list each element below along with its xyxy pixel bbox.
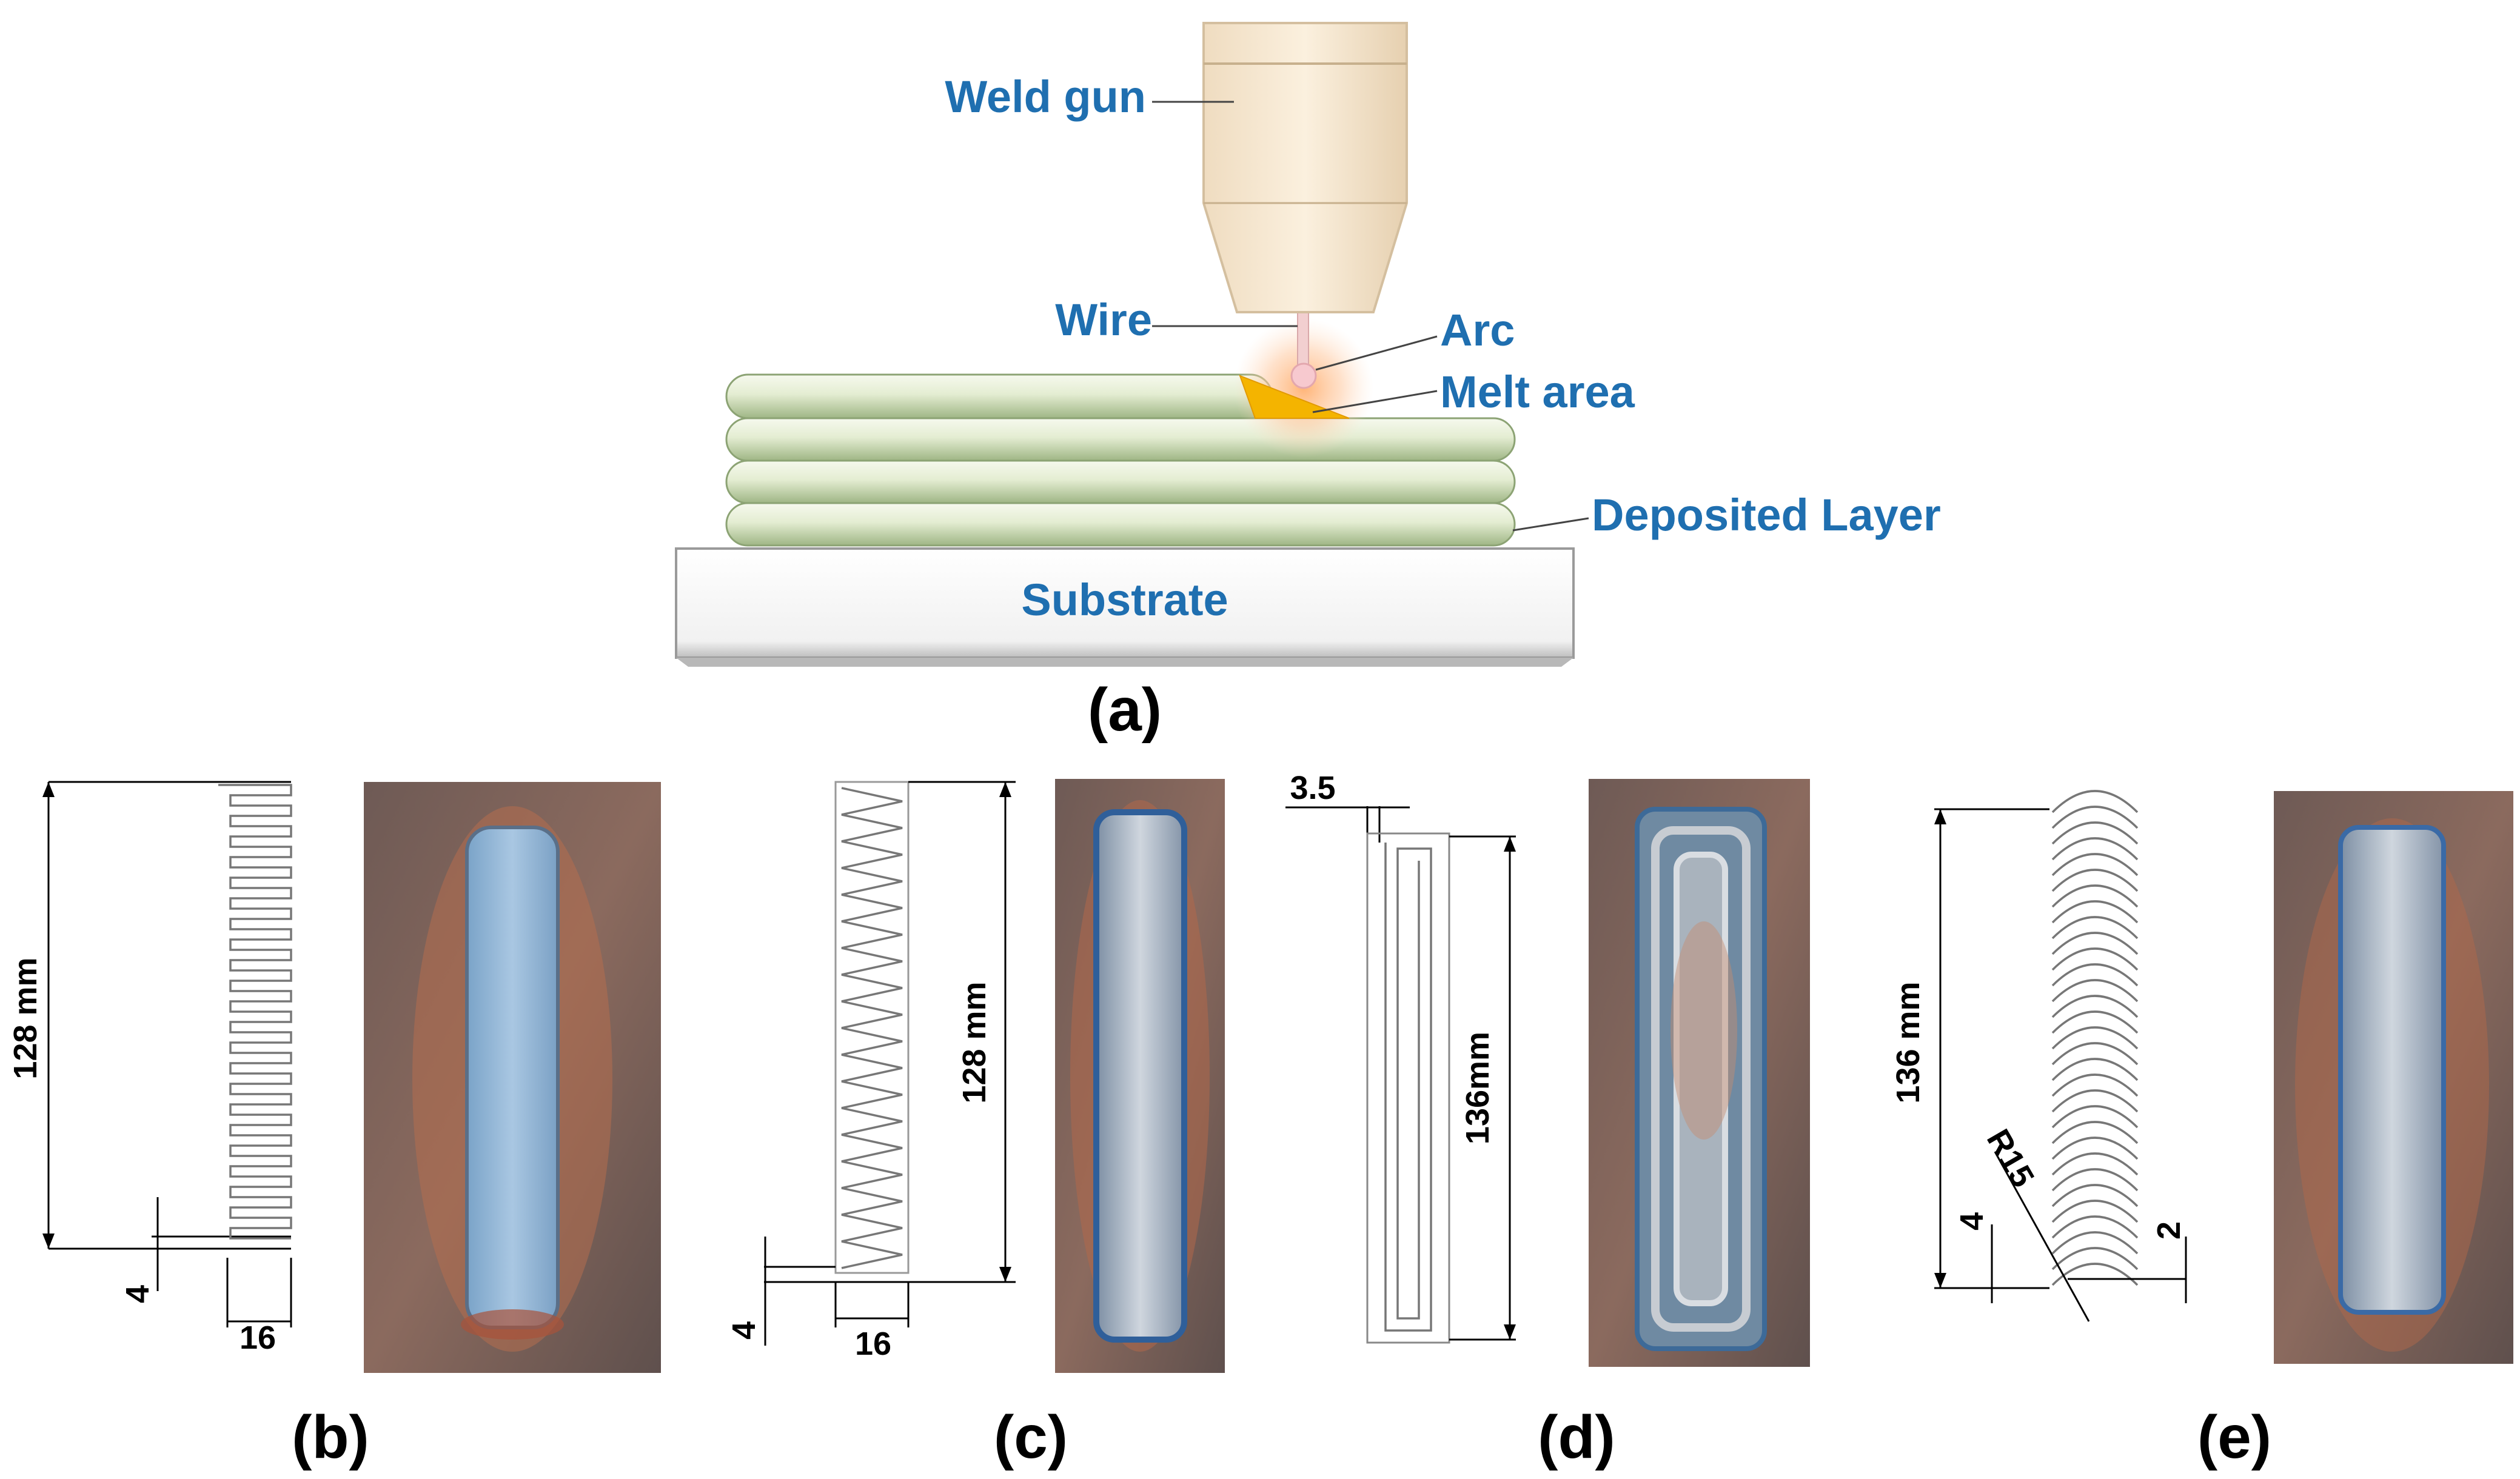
arc-pass [2051,806,2139,829]
arc-pass [2051,1137,2139,1160]
arc-pass [2051,1247,2139,1270]
panel-d-drawing [1285,806,1516,1344]
dim-e-radius: R15 [1980,1123,2041,1194]
substrate-label: Substrate [1021,575,1228,625]
arc-pass [2051,947,2139,971]
arc-toolpath-e [2051,790,2139,1286]
wire-label: Wire [1055,295,1152,345]
arc-pass [2051,1042,2139,1066]
dim-e-step: 4 [1954,1212,1990,1230]
arc-pass [2051,995,2139,1018]
arc-pass [2051,1026,2139,1050]
melt-area-leader [1312,390,1438,413]
photo-b [364,782,661,1373]
arc-pass [2051,1121,2139,1144]
caption-c: (c) [994,1403,1068,1471]
arc-pass [2051,963,2139,987]
caption-a: (a) [1088,676,1162,744]
arc-pass [2051,1152,2139,1176]
dim-c-step: 4 [726,1321,762,1340]
arc-pass [2051,900,2139,924]
substrate-block [675,547,1575,667]
weld-gun-label: Weld gun [945,72,1146,122]
dim-e-length: 136 mm [1890,981,1926,1103]
weld-gun [1202,22,1408,313]
panel-e-drawing [1934,790,2187,1322]
arc-pass [2051,979,2139,1003]
arc-pass [2051,821,2139,845]
deposited-layer-label: Deposited Layer [1592,490,1941,540]
dim-b-step: 4 [119,1285,156,1303]
photo-c [1055,779,1225,1373]
dim-b-length: 128 mm [7,957,44,1079]
melt-area-label: Melt area [1440,367,1635,417]
arc-pass [2051,1058,2139,1081]
contour-toolpath-d [1384,843,1432,1332]
dim-b-width: 16 [240,1320,276,1356]
waam-schematic: Substrate Weld gun Wire Arc Melt a [675,22,1941,667]
arc-leader [1315,335,1438,371]
dim-d-length: 136mm [1459,1032,1496,1144]
photo-d [1589,779,1810,1367]
caption-b: (b) [292,1403,369,1471]
panel-b-drawing [42,781,292,1327]
arc-pass [2051,1184,2139,1207]
arc-pass [2051,1231,2139,1255]
arc-pass [2051,869,2139,892]
arc-pass [2051,790,2139,813]
panel-c-drawing [764,781,1016,1346]
dim-d-offset: 3.5 [1290,770,1335,806]
arc-pass [2051,1073,2139,1097]
arc-pass [2051,837,2139,861]
arc-pass [2051,932,2139,955]
deposited-beads [725,373,1516,547]
arc-pass [2051,1200,2139,1223]
photo-e [2274,791,2513,1364]
arc-pass [2051,916,2139,940]
arc-pass [2051,1168,2139,1192]
arc-pass [2051,1105,2139,1129]
dim-c-width: 16 [855,1326,891,1362]
deposited-layer-leader [1512,517,1589,532]
dim-c-length: 128 mm [956,981,993,1103]
zigzag-toolpath-c [841,787,903,1269]
arc-pass [2051,1263,2139,1286]
arc-label: Arc [1440,305,1515,355]
arc-pass [2051,853,2139,876]
arc-pass [2051,1010,2139,1034]
arc-pass [2051,1215,2139,1239]
arc-point [1290,362,1317,389]
meander-toolpath-b [218,784,292,1240]
caption-e: (e) [2197,1403,2271,1471]
caption-d: (d) [1538,1403,1615,1471]
arc-pass [2051,884,2139,908]
dim-e-gap: 2 [2151,1221,2187,1240]
arc-pass [2051,1089,2139,1113]
melt-area-shape [1239,375,1350,419]
